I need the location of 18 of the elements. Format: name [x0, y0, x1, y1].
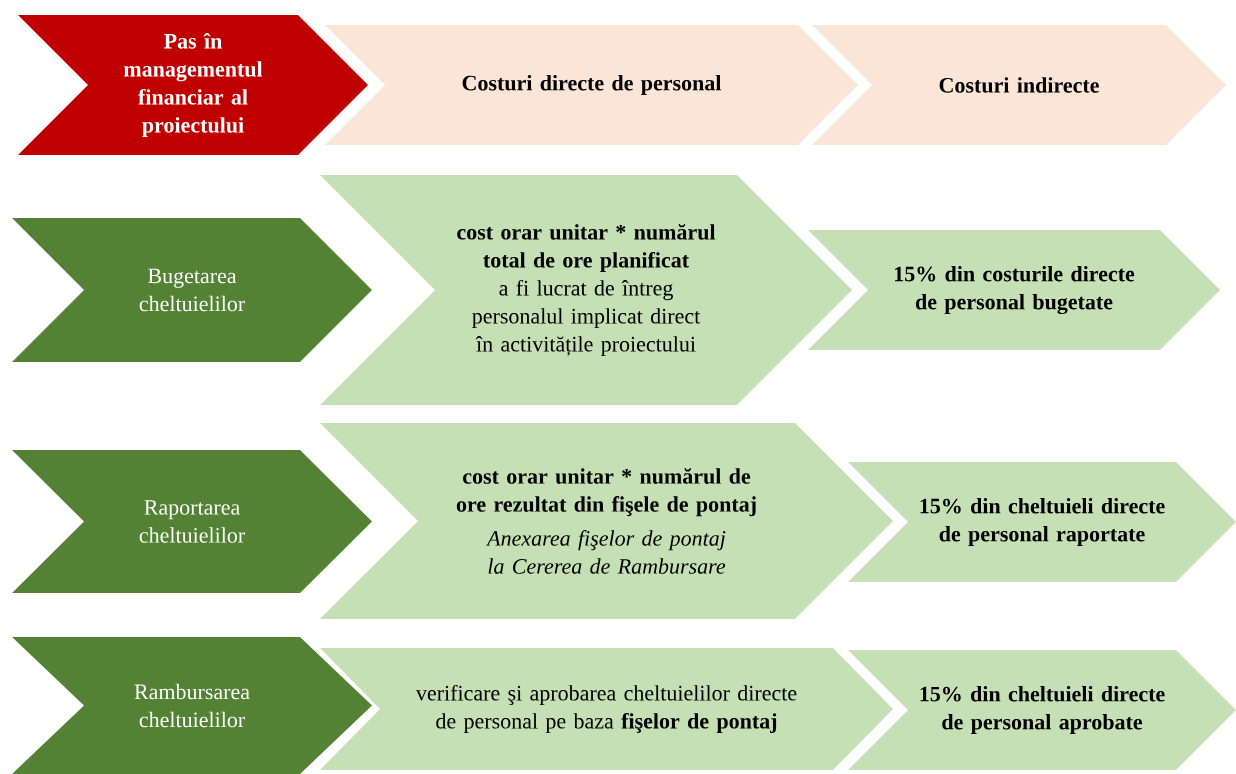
node-label: verificare şi aprobarea cheltuielilor directe de personal pe baza fişelor de pontaj: [415, 684, 797, 734]
chevron-box: 15% din cheltuieli directe de personal raportate: [848, 462, 1236, 582]
chevron-box: Costuri directe de personal: [325, 25, 858, 145]
chevron-box: Costuri indirecte: [812, 25, 1226, 145]
chevron-box: Pas în managementul financiar al proiectului: [18, 15, 368, 155]
chevron-box: 15% din cheltuieli directe de personal aprobate: [848, 650, 1236, 770]
chevron-box: verificare şi aprobarea cheltuielilor directe de personal pe baza fişelor de pontaj: [320, 648, 893, 770]
node-label: 15% din cheltuieli directe de personal raportate: [920, 498, 1165, 546]
chevron-box: Raportarea cheltuielilor: [12, 450, 372, 593]
node-label: 15% din costurile directe de personal bugetate: [894, 265, 1135, 315]
node-label: Costuri indirecte: [939, 77, 1099, 93]
chevron-box: cost orar unitar * numărul de ore rezultat din fişele de pontaj Anexarea fişelor de pontaj la Cererea de Rambursare: [320, 423, 893, 619]
chevron-box: Rambursarea cheltuielilor: [12, 637, 372, 774]
node-label: 15% din cheltuieli directe de personal aprobate: [920, 686, 1165, 734]
node-label: Costuri directe de personal: [462, 75, 722, 95]
chevron-box: Bugetarea cheltuielilor: [12, 218, 372, 362]
chevron-box: cost orar unitar * numărul total de ore planificat a fi lucrat de întreg personalul implicat direct în activitățile proiectului: [320, 175, 852, 405]
chevron-box: 15% din costurile directe de personal bugetate: [808, 230, 1220, 350]
